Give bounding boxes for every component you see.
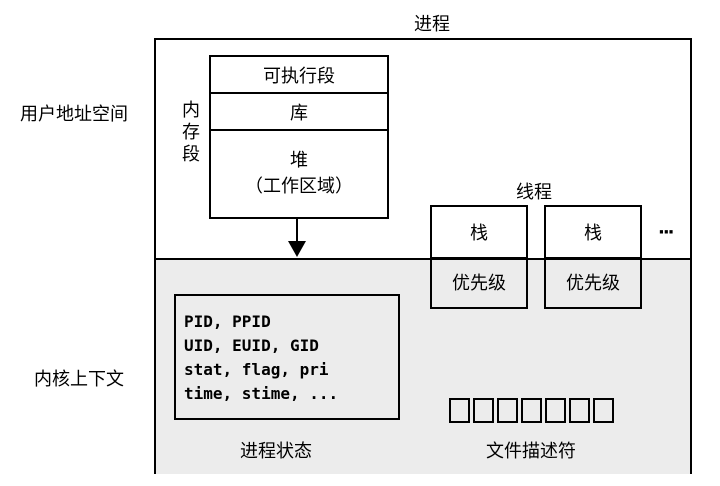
file-descriptor-cell [521,398,542,423]
file-descriptor-cell [593,398,614,423]
user-space-label: 用户地址空间 [20,104,128,125]
thread-title: 线程 [516,182,552,203]
thread-priority-2: 优先级 [544,257,642,309]
file-descriptor-cell [497,398,518,423]
thread-stack-2: 栈 [544,205,642,259]
process-state-line: PID, PPID [184,312,271,331]
process-state-line: stat, flag, pri [184,360,329,379]
memory-segment-label: 内存段 [182,100,200,165]
process-state-line: UID, EUID, GID [184,336,319,355]
file-descriptor-cell [449,398,470,423]
more-threads-ellipsis: ··· [658,222,674,243]
heap-sub-label: （工作区域） [245,176,353,197]
thread-priority-1: 优先级 [430,257,528,309]
process-state-line: time, stime, ... [184,384,339,403]
heap-label: 堆 [290,150,308,171]
process-state-label: 进程状态 [240,441,312,462]
process-state-box: PID, PPID UID, EUID, GID stat, flag, pri… [174,294,400,420]
thread-stack-1: 栈 [430,205,528,259]
kernel-context-label: 内核上下文 [34,369,124,390]
file-descriptor-label: 文件描述符 [486,441,576,462]
arrow-down-icon [288,219,306,257]
file-descriptor-cell [545,398,566,423]
executable-segment: 可执行段 [209,55,389,94]
library-segment: 库 [209,92,389,131]
heap-segment: 堆 （工作区域） [209,129,389,219]
file-descriptor-cell [473,398,494,423]
file-descriptor-cell [569,398,590,423]
process-title: 进程 [414,14,450,35]
